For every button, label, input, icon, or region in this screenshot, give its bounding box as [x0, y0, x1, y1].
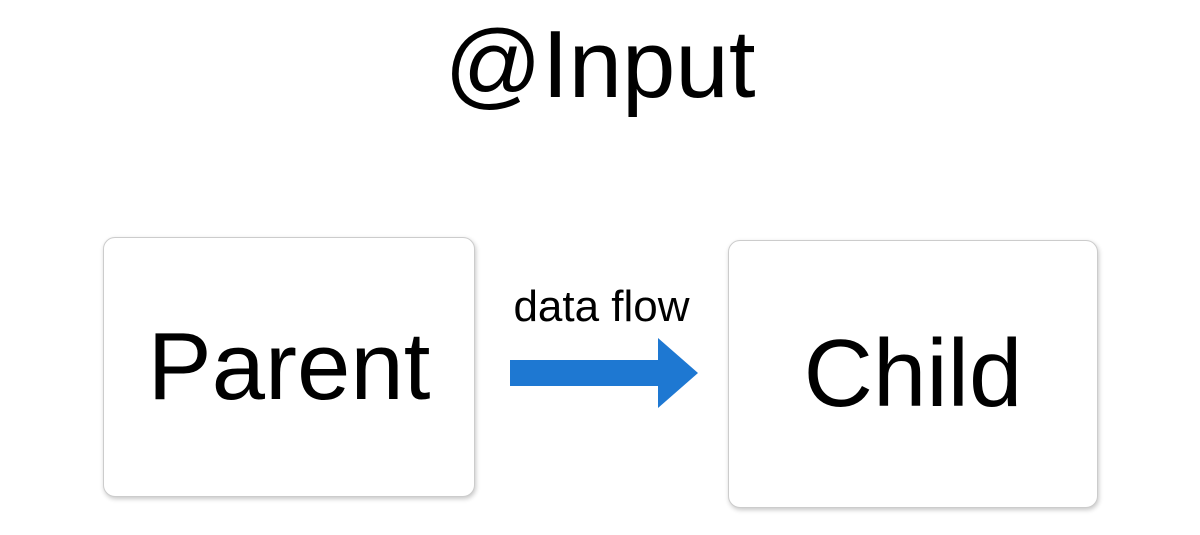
child-node: Child [728, 240, 1098, 508]
data-flow-label: data flow [513, 282, 690, 331]
arrow-right-icon [510, 338, 698, 408]
arrow-right-shape [510, 338, 698, 408]
diagram-title: @Input [444, 11, 756, 118]
parent-node: Parent [103, 237, 475, 497]
child-node-label: Child [803, 320, 1023, 427]
parent-node-label: Parent [147, 313, 431, 420]
